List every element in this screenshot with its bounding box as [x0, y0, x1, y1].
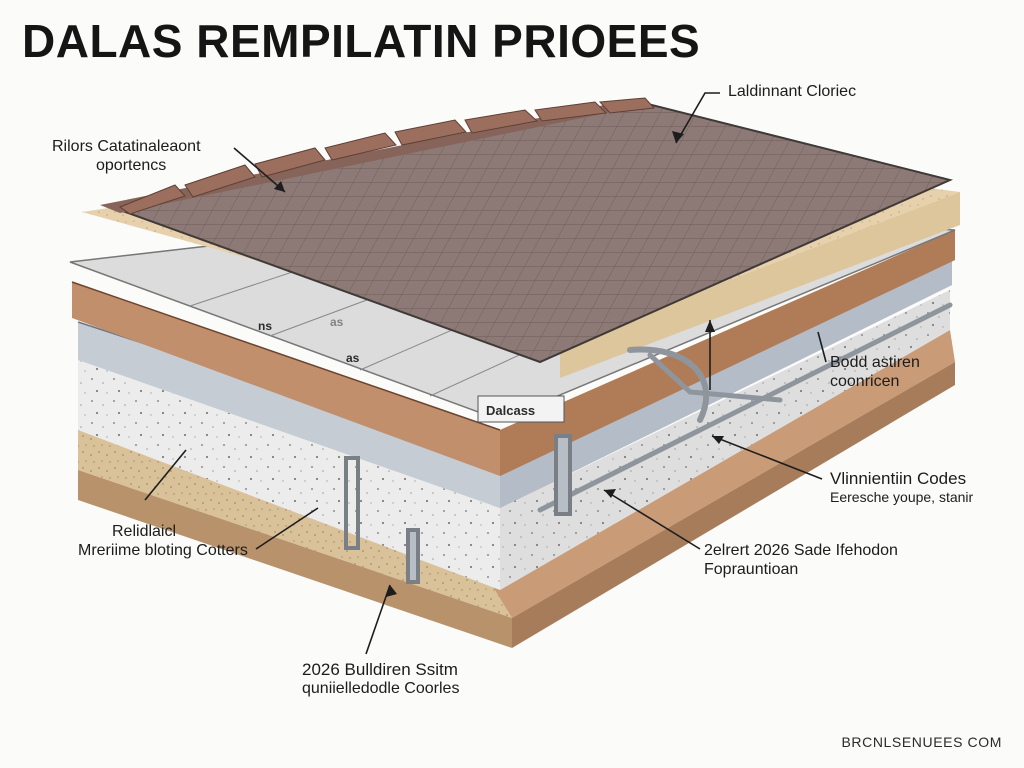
callout-arrowheads [274, 131, 724, 597]
callout-mid-right-line2: coonricen [830, 373, 900, 390]
layer-mark-c: as [330, 315, 344, 329]
shingle-roof-layer [100, 97, 954, 364]
callout-right-lower: Vlinnientiin Codes Eeresche youpe, stani… [830, 469, 973, 507]
callout-right-lower-line1: Vlinnientiin Codes [830, 469, 967, 488]
callout-left-lower-line2: Mreriime bloting Cotters [78, 542, 248, 559]
wood-sheathing-layer [71, 230, 955, 476]
diagram-title: DALAS REMPILATIN PRIOEES [22, 15, 701, 67]
callout-top-right: Laldinnant Cloriec [728, 82, 856, 101]
conduit-pipes [537, 302, 953, 513]
layer-mark-a: ns [258, 319, 272, 333]
layer-mark-d: Dalcass [486, 403, 535, 418]
layer-mark-b: as [346, 351, 360, 365]
callout-bottom-right-line1: 2elrert 2026 Sade Ifehodon [704, 542, 898, 559]
callout-bottom-right: 2elrert 2026 Sade Ifehodon Foprauntioan [704, 541, 898, 579]
callout-top-left: Rilors Catatinaleaont oportencs [52, 137, 201, 175]
callout-bottom-right-line2: Foprauntioan [704, 561, 799, 578]
callout-bottom-center-line1: 2026 Bulldiren Ssitm [302, 660, 458, 679]
callout-top-right-line1: Laldinnant Cloriec [728, 83, 857, 100]
footer-watermark: BRCNLSENUEES COM [841, 734, 1002, 750]
callout-bottom-center-line2: quniielledodle Coorles [302, 680, 460, 697]
callout-bottom-center: 2026 Bulldiren Ssitm quniielledodle Coor… [302, 660, 459, 698]
callout-mid-right-line1: Bodd astiren [830, 354, 920, 371]
callout-mid-right: Bodd astiren coonricen [830, 353, 920, 391]
concrete-layer [78, 290, 950, 590]
support-brackets [344, 434, 572, 584]
callout-left-lower-line1: Relidlaicl [112, 523, 177, 540]
callout-top-left-line2: oportencs [96, 157, 167, 174]
callout-top-left-line1: Rilors Catatinaleaont [52, 138, 201, 155]
callout-left-lower: Relidlaicl Mreriime bloting Cotters [78, 522, 248, 560]
callout-right-lower-line2: Eeresche youpe, stanir [830, 489, 974, 505]
